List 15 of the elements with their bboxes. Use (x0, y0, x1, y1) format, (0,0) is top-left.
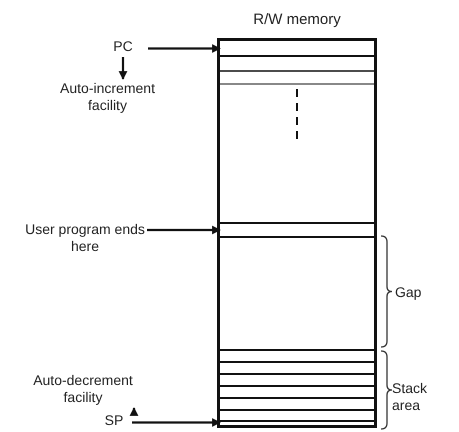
memory-heading: R/W memory (252, 11, 342, 28)
node-label: User program ends here (25, 221, 145, 255)
arrow (148, 44, 221, 53)
bracket-label: Stack area (392, 380, 428, 414)
node-label: PC (112, 38, 134, 55)
node-label: Auto-increment facility (59, 80, 156, 114)
arrow (118, 57, 128, 80)
memory-slot (220, 420, 374, 425)
bracket-label: Gap (395, 284, 422, 301)
node-label: SP (104, 412, 124, 429)
node-label: Auto-decrement facility (32, 372, 134, 406)
arrow (147, 226, 221, 234)
memory-slot (220, 222, 374, 238)
arrow (132, 418, 221, 427)
arrow (130, 407, 138, 416)
